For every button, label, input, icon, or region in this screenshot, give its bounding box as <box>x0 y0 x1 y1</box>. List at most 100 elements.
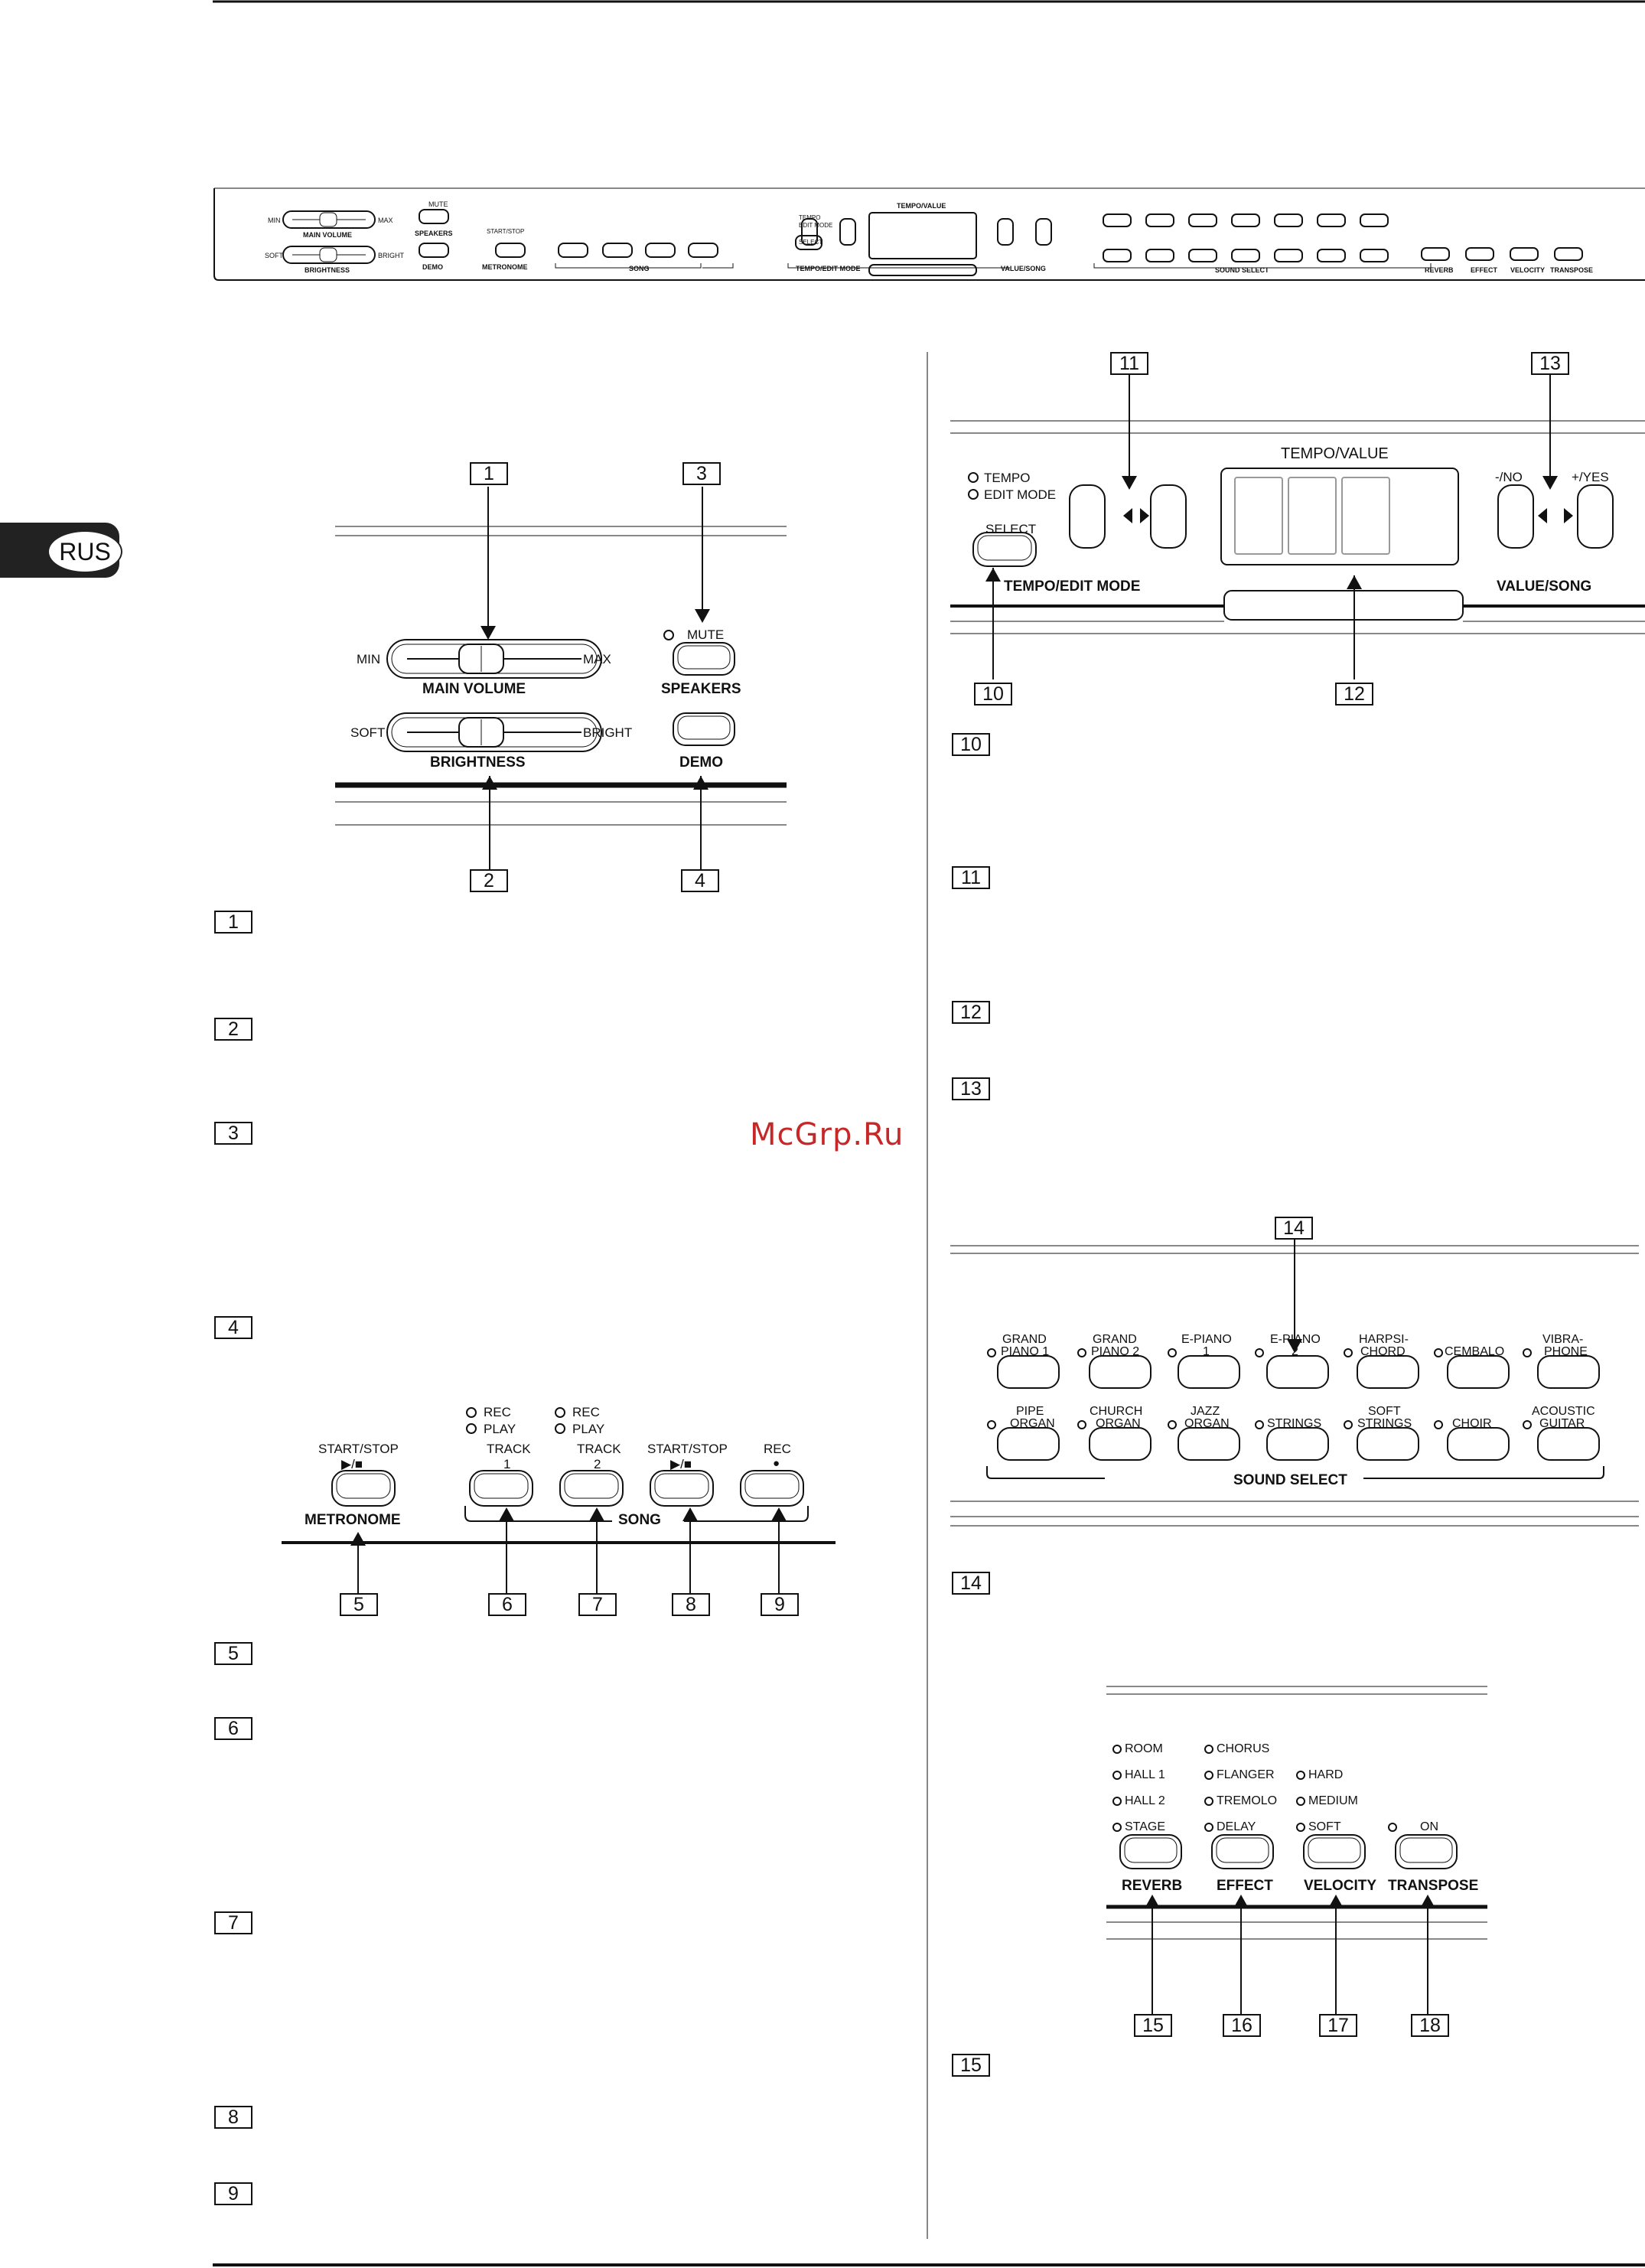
callout-6: 6 <box>488 1593 526 1616</box>
reverb-opt-1: ROOM <box>1125 1742 1163 1755</box>
label-rec-dot: ● <box>773 1457 780 1470</box>
diagram-tempo <box>950 375 1645 679</box>
overview-panel: MIN MAX MAIN VOLUME SOFT BRIGHT BRIGHTNE… <box>213 184 1645 283</box>
callout-15: 15 <box>1134 2014 1172 2037</box>
ov-min: MIN <box>268 217 281 224</box>
sound-13-a: CHOIR <box>1452 1417 1492 1430</box>
ov-bright: BRIGHT <box>378 252 405 259</box>
ov-select: SELECT <box>799 239 823 246</box>
effect-opt-3: TREMOLO <box>1217 1794 1278 1807</box>
callout-14: 14 <box>1275 1217 1313 1240</box>
watermark: McGrp.Ru <box>750 1117 904 1152</box>
callout-2: 2 <box>470 869 508 892</box>
callout-12: 12 <box>1335 683 1373 705</box>
ov-start-stop: START/STOP <box>487 228 525 235</box>
sound-5-b: CHORD <box>1360 1345 1406 1358</box>
velocity-opt-2: MEDIUM <box>1308 1794 1358 1807</box>
label-track1-b: 1 <box>503 1457 511 1471</box>
effect-opt-1: CHORUS <box>1217 1742 1270 1755</box>
diagram-effects <box>1106 1686 1487 2014</box>
label-transpose: TRANSPOSE <box>1388 1878 1479 1894</box>
label-play-2: PLAY <box>572 1422 605 1436</box>
sound-12-a: SOFT <box>1368 1405 1401 1418</box>
ov-tempo-value: TEMPO/VALUE <box>897 202 946 210</box>
label-track1-a: TRACK <box>487 1442 531 1456</box>
callout-13: 13 <box>1531 352 1569 375</box>
label-rec-btn: REC <box>764 1442 791 1456</box>
ov-mute: MUTE <box>428 200 448 208</box>
sound-12-b: STRINGS <box>1357 1417 1412 1430</box>
label-start-stop-song: START/STOP <box>647 1442 728 1456</box>
callout-11: 11 <box>1110 352 1148 375</box>
ov-metronome: METRONOME <box>482 263 528 271</box>
label-play-stop-metro: ▶/■ <box>341 1457 363 1471</box>
sound-9-b: ORGAN <box>1096 1417 1141 1430</box>
sound-4-b: 2 <box>1292 1345 1298 1358</box>
ov-tempo-edit-mode: TEMPO/EDIT MODE <box>796 265 861 272</box>
callout-8: 8 <box>672 1593 710 1616</box>
label-tempo-value: TEMPO/VALUE <box>1281 445 1389 462</box>
callout-17: 17 <box>1319 2014 1357 2037</box>
sound-4-a: E-PIANO <box>1270 1333 1321 1346</box>
diagram-sound-select <box>950 1240 1639 1527</box>
ov-soft: SOFT <box>265 252 283 259</box>
ov-brightness: BRIGHTNESS <box>305 266 350 274</box>
sound-8-b: ORGAN <box>1010 1417 1055 1430</box>
ov-song: SONG <box>629 265 650 272</box>
label-speakers: SPEAKERS <box>661 681 741 697</box>
section-4: 4 <box>214 1316 252 1339</box>
section-2: 2 <box>214 1018 252 1041</box>
sound-2-b: PIANO 2 <box>1091 1345 1140 1358</box>
sound-3-a: E-PIANO <box>1181 1333 1232 1346</box>
label-main-volume: MAIN VOLUME <box>422 681 526 697</box>
ov-speakers: SPEAKERS <box>415 230 453 237</box>
sound-9-a: CHURCH <box>1090 1405 1143 1418</box>
label-start-stop-metro: START/STOP <box>318 1442 399 1456</box>
label-tempo: TEMPO <box>984 471 1031 485</box>
transpose-on: ON <box>1420 1820 1438 1833</box>
sound-8-a: PIPE <box>1016 1405 1044 1418</box>
sound-1-b: PIANO 1 <box>1001 1345 1050 1358</box>
label-select: SELECT <box>985 522 1037 536</box>
ov-sound-select: SOUND SELECT <box>1215 266 1269 274</box>
sound-3-b: 1 <box>1203 1345 1210 1358</box>
label-edit-mode: EDIT MODE <box>984 487 1057 502</box>
label-metronome: METRONOME <box>305 1512 401 1528</box>
diagram-song <box>282 1407 836 1593</box>
callout-16: 16 <box>1223 2014 1261 2037</box>
velocity-opt-1: HARD <box>1308 1768 1344 1781</box>
section-10: 10 <box>952 733 990 756</box>
section-14: 14 <box>952 1572 990 1595</box>
effect-opt-2: FLANGER <box>1217 1768 1275 1781</box>
section-7: 7 <box>214 1911 252 1934</box>
label-song: SONG <box>618 1512 661 1528</box>
label-tempo-edit-mode: TEMPO/EDIT MODE <box>1004 578 1141 595</box>
section-9: 9 <box>214 2182 252 2205</box>
ov-demo: DEMO <box>422 263 443 271</box>
sound-10-b: ORGAN <box>1184 1417 1230 1430</box>
section-15: 15 <box>952 2054 990 2077</box>
callout-4: 4 <box>681 869 719 892</box>
ov-max: MAX <box>378 217 393 224</box>
callout-9: 9 <box>761 1593 799 1616</box>
sound-14-b: GUITAR <box>1539 1417 1585 1430</box>
ov-tempo: TEMPO <box>799 214 821 221</box>
sound-6-a: CEMBALO <box>1445 1345 1505 1358</box>
ov-transpose: TRANSPOSE <box>1550 266 1594 274</box>
reverb-opt-3: HALL 2 <box>1125 1794 1165 1807</box>
label-max: MAX <box>583 652 611 666</box>
callout-18: 18 <box>1411 2014 1449 2037</box>
label-soft: SOFT <box>350 725 386 740</box>
sound-7-a: VIBRA- <box>1542 1333 1584 1346</box>
label-plus-yes: +/YES <box>1572 470 1609 484</box>
language-tab-label: RUS <box>47 530 122 573</box>
ov-reverb: REVERB <box>1425 266 1454 274</box>
sound-7-b: PHONE <box>1544 1345 1588 1358</box>
label-mute: MUTE <box>687 627 725 642</box>
label-velocity: VELOCITY <box>1304 1878 1377 1894</box>
label-effect: EFFECT <box>1217 1878 1273 1894</box>
ov-main-volume: MAIN VOLUME <box>303 231 352 239</box>
label-demo: DEMO <box>679 754 723 771</box>
sound-11-a: STRINGS <box>1267 1417 1322 1430</box>
